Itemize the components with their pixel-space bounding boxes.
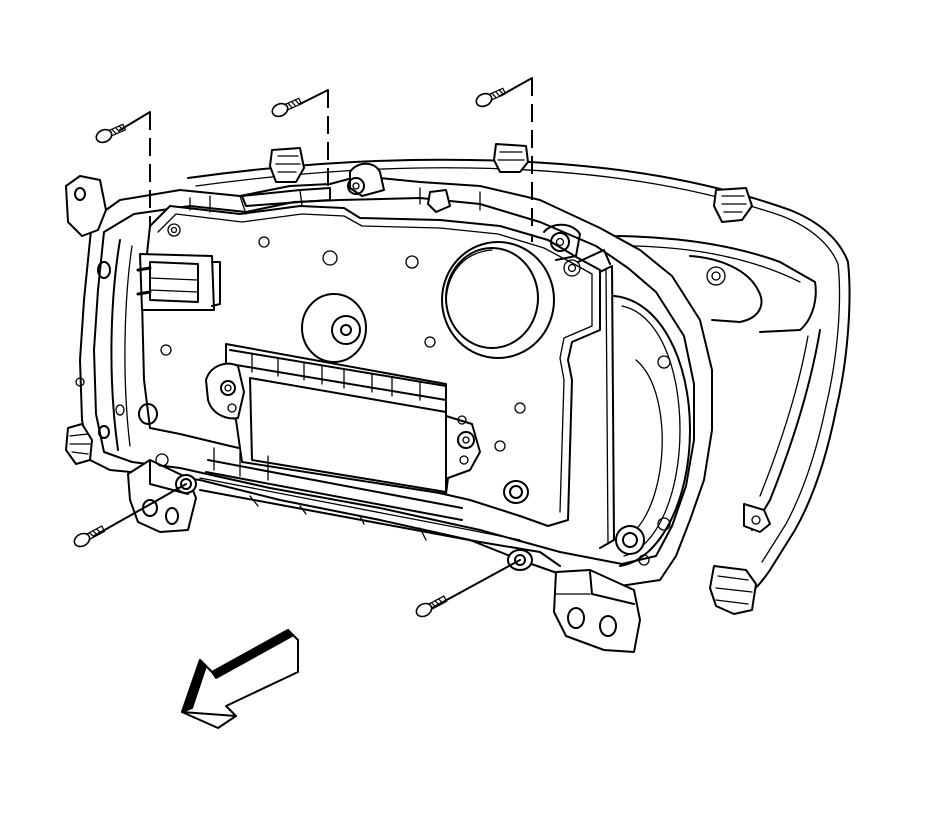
circuit-connector-window (205, 343, 481, 521)
lower-bosses (199, 477, 650, 567)
screw-top-right (475, 87, 507, 108)
screw-top-center (271, 97, 303, 118)
screw-bottom-left (73, 525, 106, 548)
bottom-right-clip (709, 503, 771, 615)
screw-top-left (95, 123, 127, 144)
center-boss (301, 293, 367, 363)
round-housing (441, 241, 555, 359)
screw-bottom-right (415, 595, 448, 618)
top-clips (269, 143, 581, 261)
front-of-vehicle-arrow (181, 629, 299, 729)
left-connector (136, 253, 221, 311)
left-top-tab (65, 175, 107, 237)
bottom-right-bracket (507, 549, 641, 653)
cluster-housing (187, 158, 851, 603)
cover-holes (75, 223, 581, 452)
left-side-clip (65, 423, 93, 465)
